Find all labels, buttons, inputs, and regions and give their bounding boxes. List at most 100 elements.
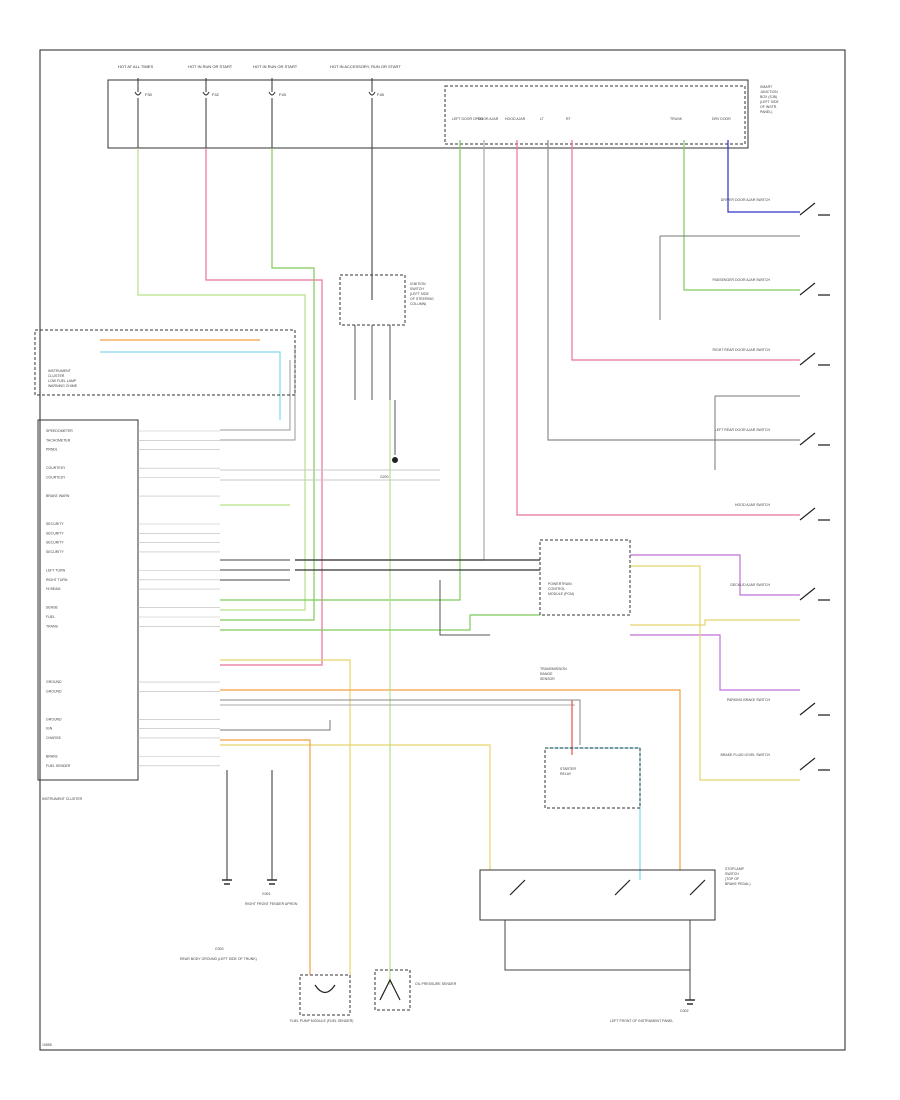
- door-switch-label: HOOD AJAR SWITCH: [735, 503, 770, 507]
- wire-gray-right-1: [659, 235, 800, 320]
- ground-g302-text: LEFT FRONT OF INSTRUMENT PANEL: [610, 1019, 673, 1023]
- pcm-box: [539, 539, 631, 616]
- door-switch-label: PARKING BRAKE SWITCH: [727, 698, 771, 702]
- wire-orange-2: [220, 739, 311, 975]
- door-switch: LEFT REAR DOOR AJAR SWITCH: [715, 428, 830, 446]
- cluster-pin-label: LEFT TURN: [46, 569, 66, 573]
- cluster-pin-label: TRANS: [46, 624, 59, 628]
- sjb-pin-4: LT: [540, 117, 545, 121]
- ignition-wires: [354, 325, 396, 455]
- fuse-3-name: F43: [279, 92, 287, 97]
- door-switch: PARKING BRAKE SWITCH: [727, 698, 830, 716]
- fuse-4-top: HOT IN ACCESSORY, RUN OR START: [330, 64, 401, 69]
- wire-lightgray-1: [220, 469, 440, 481]
- sjb-inner-box: [444, 85, 746, 145]
- door-switch: DRIVER DOOR AJAR SWITCH: [721, 198, 830, 216]
- wire-yellow-4: [630, 619, 800, 626]
- door-switch: BRAKE FLUID LEVEL SWITCH: [721, 753, 830, 771]
- wire-green-sjb-1: [220, 140, 461, 601]
- fuse-2-top: HOT IN RUN OR START: [188, 64, 233, 69]
- cluster-pin-label: RIGHT TURN: [46, 578, 68, 582]
- ground-g300-label: G300: [215, 947, 224, 951]
- cluster-pin-label: SECURITY: [46, 531, 64, 535]
- door-switch-label: DECKLID AJAR SWITCH: [730, 583, 770, 587]
- bottom-grounds: [222, 879, 695, 1005]
- oil-sender-symbol: [379, 978, 401, 1001]
- door-switch: DECKLID AJAR SWITCH: [730, 583, 830, 601]
- fuse-2-name: F42: [212, 92, 220, 97]
- relay-inner-box: [544, 747, 641, 809]
- cluster-pin-label: COURTESY: [46, 466, 66, 470]
- diagram-frame: [39, 49, 846, 1051]
- cluster-pin-label: GROUND: [46, 689, 62, 693]
- cluster-pin-label: FUEL: [46, 615, 55, 619]
- ground-g301-text: RIGHT FRONT FENDER APRON: [245, 902, 298, 906]
- cluster-pin-label: SECURITY: [46, 550, 64, 554]
- wire-violet-1: [630, 554, 800, 596]
- wire-yellow-2: [220, 744, 491, 870]
- fuel-sender-label: FUEL PUMP MODULE (FUEL SENDER): [290, 1019, 353, 1023]
- ground-g200-dot: [392, 457, 398, 463]
- fuse-1-name: F30: [145, 92, 153, 97]
- wire-green-f43: [220, 148, 315, 621]
- cluster-pin-label: HI BEAM: [46, 587, 60, 591]
- sjb-pin-7: DRV DOOR: [712, 117, 731, 121]
- wire-pink-f42: [205, 148, 323, 666]
- sjb-pin-6: TRUNK: [670, 117, 683, 121]
- wire-gray-7: [439, 580, 490, 636]
- footer-code: 10855: [42, 1043, 52, 1047]
- fuse-4-name: F45: [377, 92, 385, 97]
- fuse-box: [107, 79, 749, 149]
- wire-yellow-1: [220, 659, 351, 975]
- left-module-box: [34, 329, 296, 396]
- cluster-pin-label: SENSE: [46, 606, 59, 610]
- wire-green-sjb-6: [683, 140, 800, 291]
- door-switch-label: PASSENGER DOOR AJAR SWITCH: [713, 278, 771, 282]
- wire-lightgreen-f30: [137, 148, 306, 611]
- sjb-pin-5: RT: [566, 117, 571, 121]
- cluster-pin-label: BRAKE WARN: [46, 494, 70, 498]
- door-switch: PASSENGER DOOR AJAR SWITCH: [713, 278, 830, 296]
- wire-cyan-left: [100, 351, 281, 420]
- wire-violet-2: [630, 634, 800, 691]
- cluster-pin-label: SECURITY: [46, 541, 64, 545]
- wire-gray-3: [220, 699, 581, 745]
- wire-gray-2: [220, 345, 296, 441]
- sjb-pin-2: DOOR AJAR: [478, 117, 499, 121]
- cluster-pin-label: SPEEDOMETER: [46, 429, 73, 433]
- cluster-pin-label: PRNDL: [46, 448, 58, 452]
- door-switch: RIGHT REAR DOOR AJAR SWITCH: [713, 348, 830, 366]
- ground-g200-text: G200: [380, 475, 389, 479]
- wire-pink-sjb-3: [516, 140, 800, 516]
- sjb-pin-1: LEFT DOOR OPEN: [452, 117, 483, 121]
- oil-sender-box: [374, 969, 411, 1011]
- cluster-pin-label: BRAKE: [46, 755, 59, 759]
- wire-black-1: [220, 559, 290, 581]
- door-switch-label: RIGHT REAR DOOR AJAR SWITCH: [713, 348, 771, 352]
- door-switch-label: BRAKE FLUID LEVEL SWITCH: [721, 753, 771, 757]
- wire-pink-sjb-5: [571, 140, 800, 361]
- cluster-pin-label: CHARGE: [46, 736, 62, 740]
- cluster-pin-label: IGN: [46, 727, 53, 731]
- wire-black-2: [295, 559, 540, 571]
- cluster-pin-label: TACHOMETER: [46, 438, 71, 442]
- instrument-cluster-box: [37, 419, 139, 781]
- cluster-pin-label: FUEL SENDER: [46, 764, 71, 768]
- oil-sender-label: OIL PRESSURE SENDER: [415, 982, 457, 986]
- door-switch: HOOD AJAR SWITCH: [735, 503, 830, 521]
- brake-switch-box: [479, 869, 716, 921]
- door-switch-label: DRIVER DOOR AJAR SWITCH: [721, 198, 771, 202]
- wire-green-3: [220, 614, 540, 631]
- wire-gray-5: [220, 720, 331, 731]
- cluster-pin-label: COURTESY: [46, 476, 66, 480]
- fuse-1-top: HOT AT ALL TIMES: [118, 64, 153, 69]
- ground-g300-text: REAR BODY GROUND (LEFT SIDE OF TRUNK): [180, 957, 257, 961]
